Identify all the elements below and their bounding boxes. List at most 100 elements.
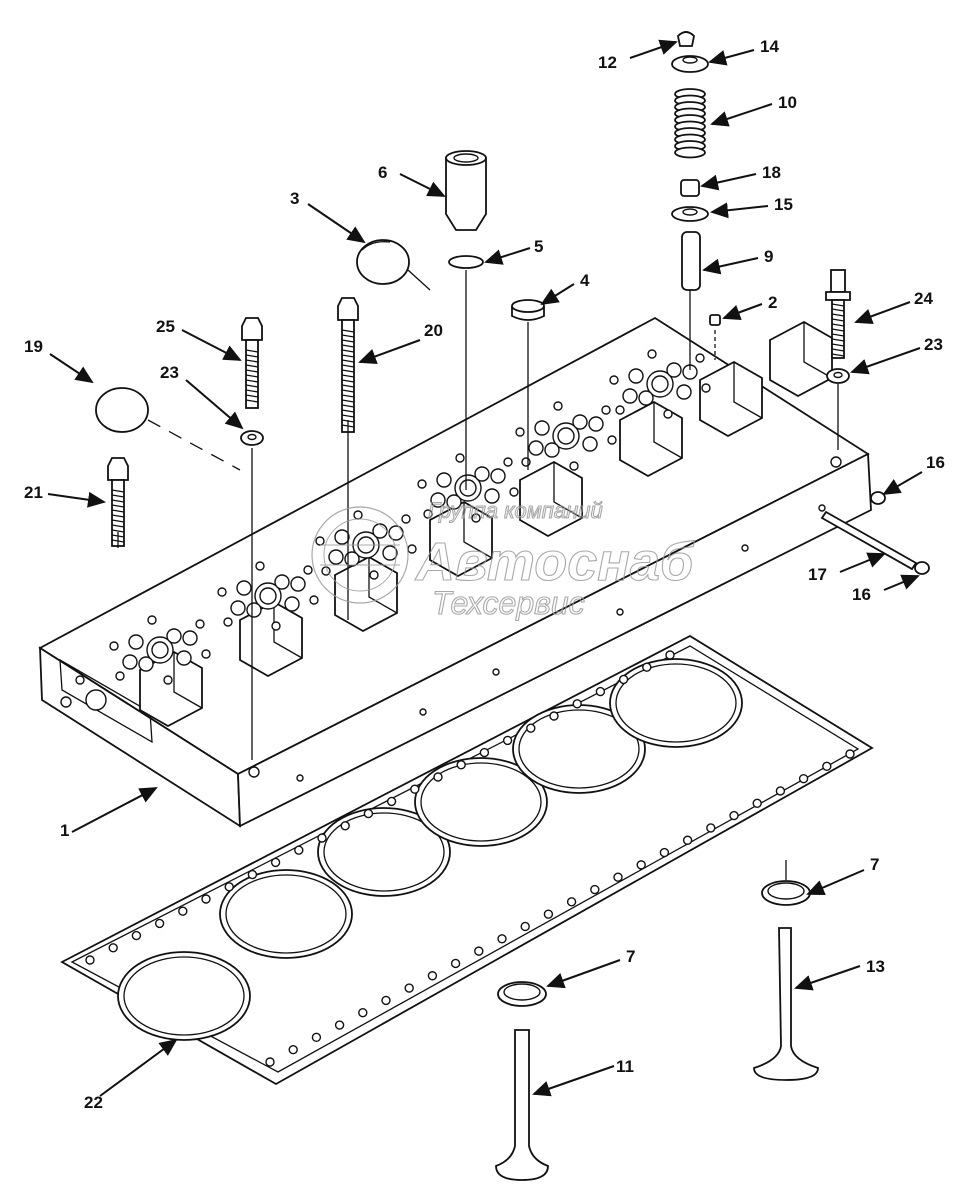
gasket-hole	[450, 958, 461, 969]
head-hole-small	[521, 457, 531, 467]
callout-17: 17	[808, 565, 827, 584]
gasket-hole	[456, 760, 466, 770]
stud-thread	[831, 323, 845, 327]
gasket-hole	[549, 711, 559, 721]
plug-upper	[870, 491, 886, 505]
gasket-hole	[363, 808, 374, 819]
valve-spring	[674, 88, 706, 159]
head-hole-small	[147, 615, 157, 625]
head-hole-small	[217, 587, 227, 597]
watermark-line-2: Автоснаб	[414, 532, 695, 592]
bolt-thread	[245, 359, 259, 363]
bolt-thread	[341, 359, 355, 363]
washer-right	[826, 368, 850, 384]
head-cavity-edge	[463, 502, 493, 559]
gasket-hole	[642, 662, 652, 672]
head-hole-small	[401, 514, 411, 524]
spring-seat	[671, 206, 709, 222]
head-hole-small	[471, 513, 481, 523]
callout-20: 20	[424, 321, 443, 340]
head-hole-small	[569, 461, 579, 471]
gasket-hole	[497, 934, 507, 944]
callout-21: 21	[24, 483, 43, 502]
gasket-hole	[131, 930, 142, 941]
bolt-thread	[341, 369, 355, 373]
callout-7-left: 7	[626, 947, 635, 966]
stud-thread	[831, 343, 845, 347]
stud-thread	[831, 303, 845, 307]
stud-thread	[831, 333, 845, 337]
head-cavity-edge	[553, 462, 583, 519]
dowel-pin	[709, 314, 721, 326]
exhaust-valve	[753, 927, 819, 1081]
stud-thread	[831, 308, 845, 312]
callout-16-lower: 16	[852, 585, 871, 604]
bolt-thread	[341, 379, 355, 383]
bolt-thread	[341, 414, 355, 418]
head-hole-small	[195, 619, 205, 629]
head-hole-small	[417, 479, 427, 489]
gasket-bore	[414, 757, 548, 847]
valve-port	[638, 390, 654, 406]
gasket-hole	[613, 872, 623, 882]
gasket-bore	[317, 807, 451, 897]
valve-seat-right	[761, 880, 811, 906]
washer-left	[240, 430, 264, 446]
bolt-thread	[245, 394, 259, 398]
bolt-thread	[245, 349, 259, 353]
gasket-hole	[752, 798, 762, 808]
gasket-hole	[502, 735, 513, 746]
callout-13: 13	[866, 957, 885, 976]
gasket-hole	[572, 699, 582, 709]
callout-6: 6	[378, 163, 387, 182]
gasket-hole	[201, 894, 211, 904]
gasket-hole	[154, 918, 165, 929]
stud-thread	[831, 338, 845, 342]
head-hole-small	[255, 561, 265, 571]
head-hole-small	[647, 349, 657, 359]
head-hole-small	[163, 675, 173, 685]
head-hole-small	[553, 401, 563, 411]
watermark-line-1: Группа компаний	[428, 498, 603, 523]
bolt-thread	[245, 369, 259, 373]
gasket-hole	[775, 786, 786, 796]
valve-port	[528, 440, 544, 456]
gasket-hole	[474, 946, 484, 956]
bolt-thread	[341, 354, 355, 358]
head-hole-small	[407, 544, 417, 554]
gasket-bore-ring	[225, 874, 347, 954]
valve-seat-left	[497, 981, 547, 1007]
gasket-hole	[729, 810, 739, 821]
valve-port	[138, 656, 154, 672]
plug-lower	[914, 561, 930, 575]
head-cavity-edge	[803, 322, 833, 379]
head-hole-small	[201, 649, 211, 659]
gasket-hole	[265, 1057, 275, 1067]
injector-bore-inner	[259, 587, 277, 605]
head-hole-small	[303, 565, 313, 575]
bolt-thread	[245, 389, 259, 393]
valve-port	[344, 551, 360, 567]
gasket-hole	[381, 995, 391, 1006]
valve-port	[474, 466, 490, 482]
valve-guide	[681, 231, 701, 291]
head-hole-small	[223, 617, 233, 627]
injector-bore-inner	[151, 641, 169, 659]
bolt-head	[107, 457, 129, 481]
callout-15: 15	[774, 195, 793, 214]
injector-bore-inner	[459, 479, 477, 497]
watermark-logo: Группа компаний Автоснаб Техсервис	[311, 497, 695, 622]
gasket-hole	[108, 943, 118, 953]
bolt-thread	[341, 349, 355, 353]
head-hole-small	[271, 621, 281, 631]
head-gasket	[60, 634, 874, 1086]
head-cavity-edge	[273, 602, 303, 659]
gasket-hole	[798, 773, 809, 784]
head-hole-small	[515, 427, 525, 437]
expansion-plug-left	[95, 387, 149, 433]
stud-top	[830, 269, 846, 293]
bolt-thread	[111, 529, 125, 533]
gasket-bore-ring	[123, 956, 245, 1036]
gasket-hole	[665, 650, 675, 660]
bolt-thread	[245, 364, 259, 368]
